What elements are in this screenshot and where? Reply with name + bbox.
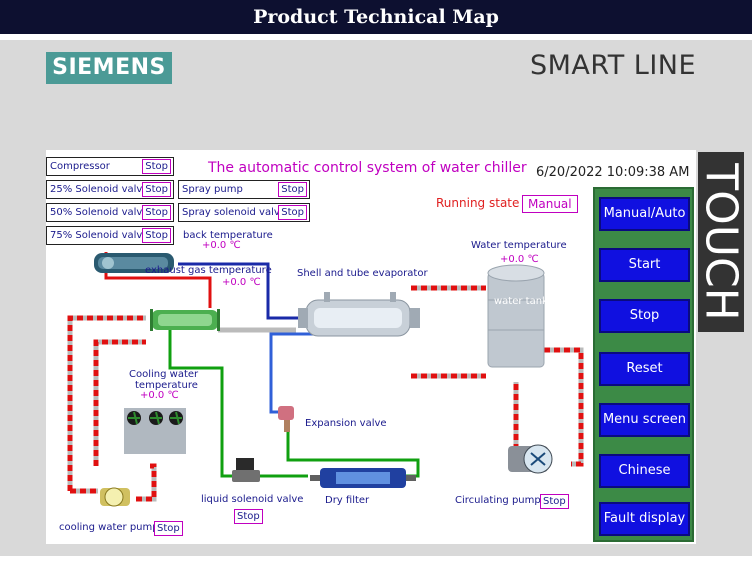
dry-filter-label: Dry filter [325,495,370,506]
status-compressor: Compressor Stop [46,157,174,176]
running-state-label: Running state [436,196,520,210]
liquid-solenoid-valve-status: Stop [234,509,263,524]
water-temperature-label: Water temperature [471,240,567,251]
circulating-pump-label: Circulating pump [455,495,541,506]
evaporator-icon [298,292,420,337]
compressor-icon [94,253,174,273]
evaporator-label: Shell and tube evaporator [297,268,428,279]
cooling-water-temperature-label-1: Cooling water [129,369,199,380]
expansion-valve-icon [278,406,294,432]
status-label: Compressor [50,161,110,172]
back-temperature-value: +0.0 ℃ [202,240,241,251]
touch-side-label: TOUCH [698,152,744,332]
status-spray-solenoid-valve: Spray solenoid valve Stop [178,203,310,222]
water-temperature-value: +0.0 ℃ [500,254,539,265]
liquid-solenoid-valve-icon [232,458,260,482]
reset-button[interactable]: Reset [599,352,690,386]
stop-button[interactable]: Stop [599,299,690,333]
cooling-water-temperature-label-2: temperature [135,380,198,391]
condenser-icon [150,309,220,331]
fault-display-button[interactable]: Fault display [599,502,690,536]
status-label: Spray pump [182,184,243,195]
suction-line [178,262,298,320]
manual-auto-button[interactable]: Manual/Auto [599,197,690,231]
status-label: 75% Solenoid valve [50,230,149,241]
circulating-pump-icon [508,444,553,474]
status-label: 50% Solenoid valve [50,207,149,218]
scada-title: The automatic control system of water ch… [208,160,527,176]
status-label: Spray solenoid valve [182,207,286,218]
status-label: 25% Solenoid valve [50,184,149,195]
siemens-logo: SIEMENS [46,52,172,84]
bottom-strip [0,556,752,568]
process-diagram [67,252,584,507]
status-value: Stop [142,228,171,243]
cooling-water-pump-label: cooling water pump [59,522,159,533]
dry-filter-icon [310,468,416,488]
status-solenoid-50: 50% Solenoid valve Stop [46,203,174,222]
start-button[interactable]: Start [599,248,690,282]
evaporator-feed-line [269,332,324,414]
cooling-water-pump-icon [100,487,130,507]
status-solenoid-75: 75% Solenoid valve Stop [46,226,174,245]
cooling-tower-icon [124,408,186,454]
product-line-label: SMART LINE [530,50,697,81]
status-value: Stop [278,182,307,197]
touch-text: TOUCH [698,163,744,321]
water-piping [67,285,584,502]
status-value: Stop [142,159,171,174]
menu-screen-button[interactable]: Menu screen [599,403,690,437]
liquid-line [168,330,232,478]
status-value: Stop [142,182,171,197]
chinese-button[interactable]: Chinese [599,454,690,488]
liquid-solenoid-valve-label: liquid solenoid valve [201,494,304,505]
water-tank-icon [487,264,545,368]
water-tank-label: water tank [494,296,548,307]
page-title: Product Technical Map [0,0,752,34]
running-state-value: Manual [522,195,578,213]
exhaust-gas-temperature-label: exhaust gas temperature [145,265,272,276]
status-solenoid-25: 25% Solenoid valve Stop [46,180,174,199]
status-spray-pump: Spray pump Stop [178,180,310,199]
cooling-water-temperature-value: +0.0 ℃ [140,390,179,401]
circulating-pump-status: Stop [540,494,569,509]
datetime-display: 6/20/2022 10:09:38 AM [536,165,690,180]
expansion-valve-label: Expansion valve [305,418,387,429]
back-temperature-label: back temperature [183,230,273,241]
exhaust-gas-temperature-value: +0.0 ℃ [222,277,261,288]
status-value: Stop [142,205,171,220]
status-value: Stop [278,205,307,220]
cooling-water-pump-status: Stop [154,521,183,536]
